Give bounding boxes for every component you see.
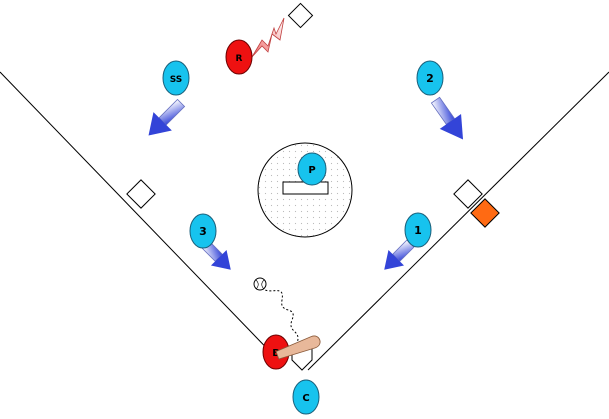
player-label-second-base: 2: [426, 72, 434, 85]
bat-icon: [275, 335, 321, 360]
pitchers-mound: [257, 142, 353, 238]
arrow-second-base: [430, 96, 464, 140]
first-base-bag: [453, 179, 483, 209]
third-base-bag: [126, 179, 156, 209]
player-shortstop: SS: [162, 60, 190, 96]
player-label-batter: B: [272, 348, 280, 359]
player-label-third-base: 3: [199, 225, 207, 238]
ball-trajectory: [261, 287, 299, 344]
player-runner: R: [225, 39, 253, 75]
first-base-line: [307, 71, 609, 371]
first-base-bag-orange: [470, 198, 500, 228]
player-label-first-base: 1: [414, 224, 422, 237]
player-label-shortstop: SS: [170, 75, 183, 85]
player-first-base: 1: [404, 212, 432, 248]
ball-icon: [253, 277, 267, 291]
arrow-shortstop: [148, 98, 186, 136]
second-base-bag: [287, 2, 314, 29]
player-second-base: 2: [416, 60, 444, 96]
player-label-pitcher: P: [308, 165, 315, 176]
player-catcher: C: [292, 379, 320, 415]
third-base-line: [0, 71, 284, 366]
player-label-catcher: C: [302, 393, 309, 404]
player-third-base: 3: [189, 213, 217, 249]
player-pitcher: P: [297, 152, 327, 186]
player-label-runner: R: [236, 54, 243, 64]
runner-lightning-bolt-icon: [251, 17, 285, 58]
